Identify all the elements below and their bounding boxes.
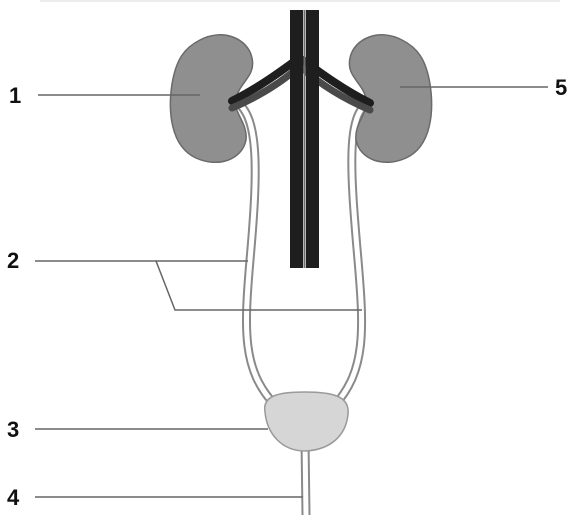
bladder [265, 392, 348, 451]
aorta [306, 10, 319, 268]
label-5: 5 [555, 75, 567, 100]
label-3: 3 [7, 417, 19, 442]
vena-cava [290, 10, 303, 268]
leader-line-2 [35, 261, 362, 310]
label-2: 2 [7, 248, 19, 273]
label-4: 4 [7, 485, 20, 510]
label-1: 1 [9, 83, 21, 108]
